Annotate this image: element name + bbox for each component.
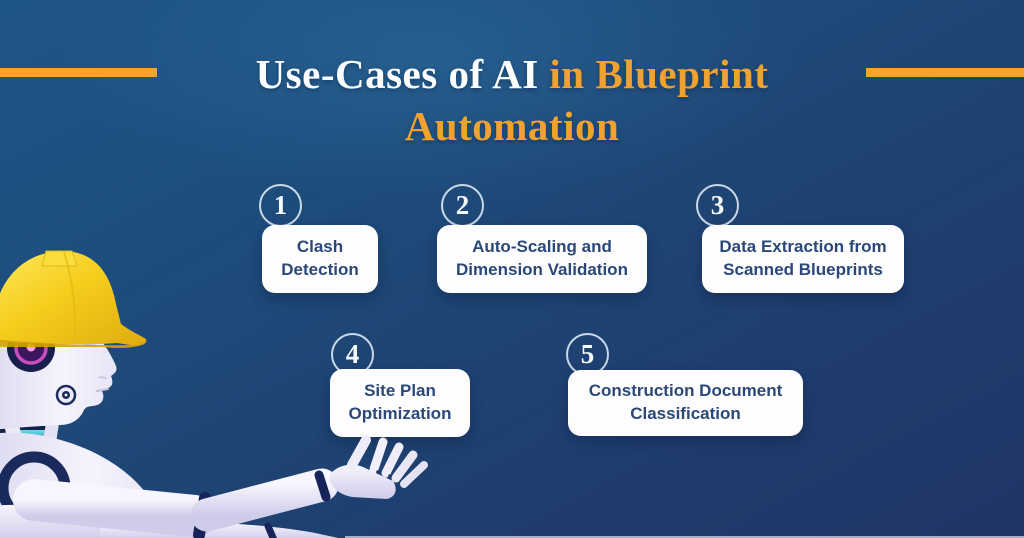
step-5-number: 5 xyxy=(580,339,595,369)
robot-arm xyxy=(13,468,339,538)
step-3-number-badge: 3 xyxy=(696,184,739,227)
step-1-number-badge: 1 xyxy=(259,184,302,227)
step-4-number: 4 xyxy=(345,339,360,369)
title-line-1: Use-Cases of AI in Blueprint xyxy=(0,48,1024,100)
top-right-accent-bar xyxy=(866,68,1024,77)
step-4-label: Site Plan Optimization xyxy=(348,381,452,423)
step-3-number: 3 xyxy=(710,190,725,220)
step-1-label: Clash Detection xyxy=(281,237,359,279)
title-orange-part: in Blueprint xyxy=(549,51,769,97)
robot-engineer-illustration xyxy=(0,250,428,538)
step-2-number: 2 xyxy=(455,190,470,220)
step-2-card: Auto-Scaling and Dimension Validation xyxy=(437,225,647,293)
step-3-card: Data Extraction from Scanned Blueprints xyxy=(702,225,904,293)
step-1-number: 1 xyxy=(273,190,288,220)
robot-hand xyxy=(329,435,428,499)
step-1-card: Clash Detection xyxy=(262,225,378,293)
step-3-label: Data Extraction from Scanned Blueprints xyxy=(719,237,887,279)
step-5-card: Construction Document Classification xyxy=(568,370,803,436)
step-5-label: Construction Document Classification xyxy=(588,381,783,423)
title-line-2: Automation xyxy=(404,103,620,149)
robot-jaw-joint xyxy=(55,384,77,406)
robot-lip-line xyxy=(96,388,109,392)
title-white-part: Use-Cases of AI xyxy=(255,51,539,97)
robot-nostril-line xyxy=(99,376,107,379)
bottom-edge-highlight xyxy=(345,536,1024,538)
top-left-accent-bar xyxy=(0,68,157,77)
page-title: Use-Cases of AI in Blueprint Automation xyxy=(0,48,1024,152)
step-2-number-badge: 2 xyxy=(441,184,484,227)
hard-hat-icon xyxy=(0,250,147,348)
step-2-label: Auto-Scaling and Dimension Validation xyxy=(456,237,628,279)
step-4-card: Site Plan Optimization xyxy=(330,369,470,437)
